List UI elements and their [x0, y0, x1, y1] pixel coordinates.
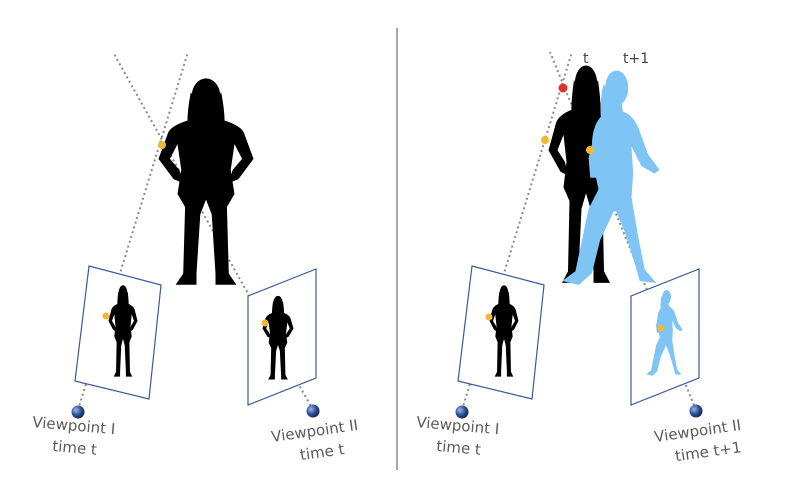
camera-icon-viewpoint-2	[689, 404, 703, 418]
keypoint-3d-t	[541, 136, 549, 144]
keypoint-plane-1	[485, 313, 493, 321]
viewpoint-1-time: time t	[52, 437, 98, 459]
camera-icon-viewpoint-1	[71, 405, 85, 419]
camera-icon-viewpoint-2	[306, 404, 320, 418]
keypoint-3d-t1	[586, 146, 594, 154]
person-silhouette-t	[158, 78, 254, 285]
left-panel: Viewpoint I time t Viewpoint II time t	[32, 51, 359, 464]
triangulated-point	[558, 83, 568, 93]
viewpoint-1-time: time t	[436, 437, 482, 459]
keypoint-plane-2	[261, 319, 269, 327]
keypoint-plane-2	[657, 324, 665, 332]
viewpoint-1-label: Viewpoint I	[32, 413, 116, 438]
camera-icon-viewpoint-1	[455, 405, 469, 419]
keypoint-plane-1	[102, 312, 110, 320]
time-t1-label: t+1	[623, 51, 649, 67]
time-t-label: t	[583, 51, 589, 67]
viewpoint-1-label: Viewpoint I	[416, 413, 500, 438]
keypoint-3d	[158, 141, 166, 149]
viewpoint-2-label: Viewpoint II	[270, 416, 359, 446]
viewpoint-2-time: time t+1	[674, 438, 743, 465]
viewpoint-2-time: time t	[299, 440, 346, 464]
right-panel: t t+1 Viewpoint I time t Viewpoint II ti…	[416, 51, 743, 465]
